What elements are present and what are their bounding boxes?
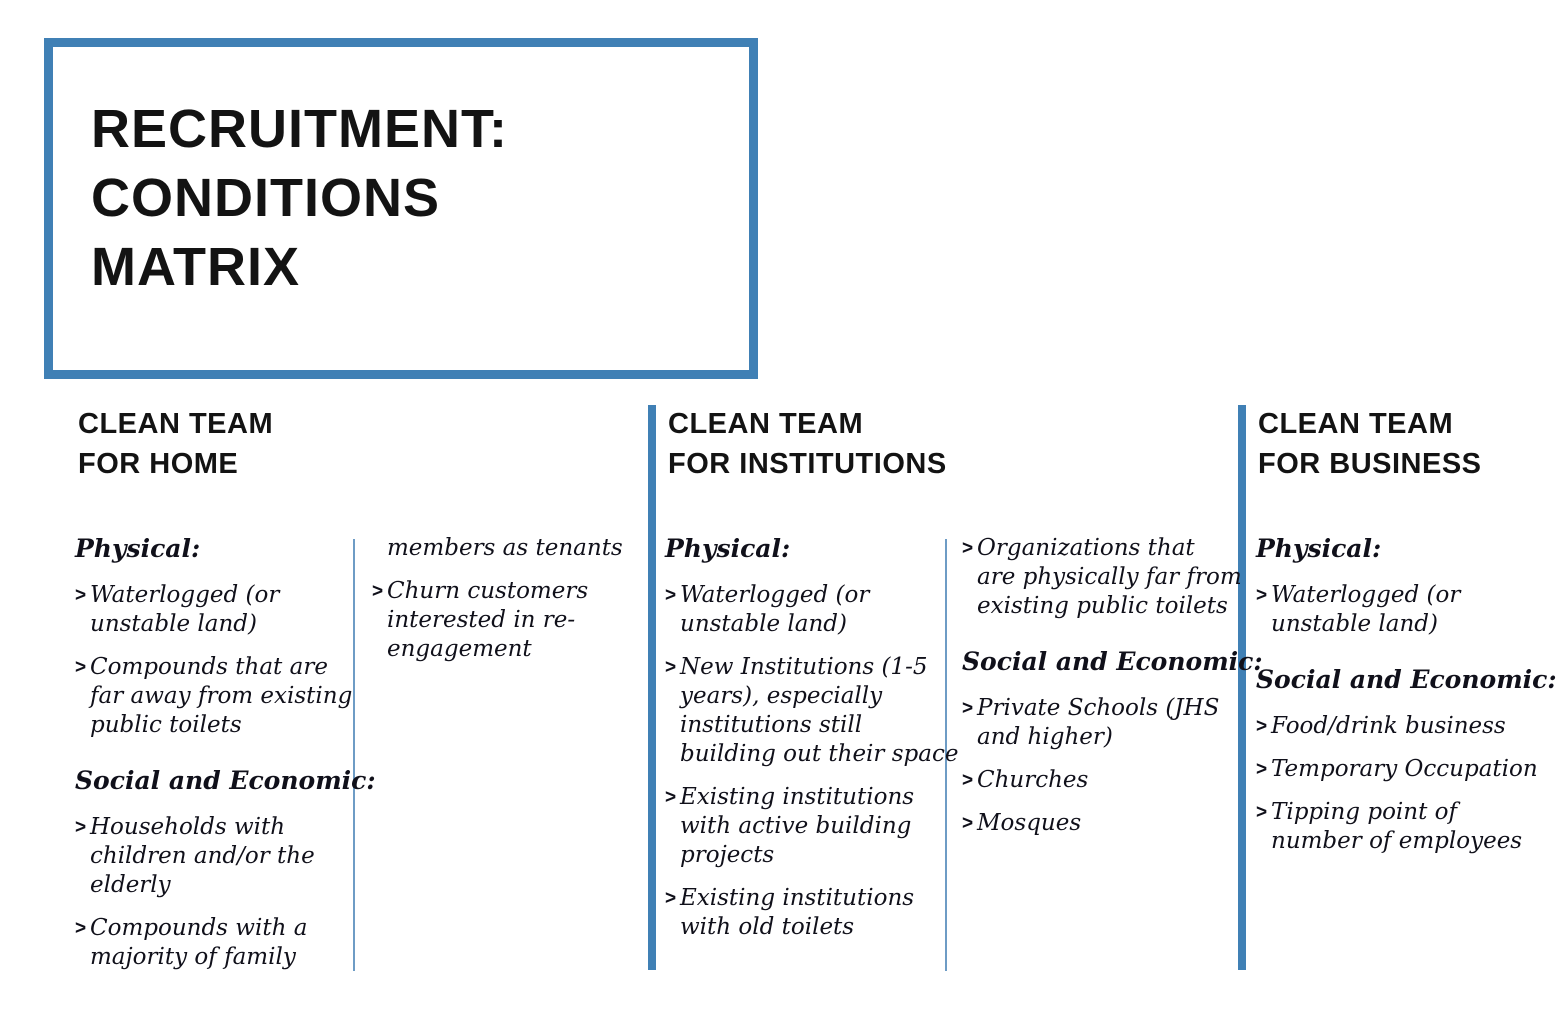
condition-text: Households with children and/or the elde… — [90, 814, 315, 898]
condition-item: >Private Schools (JHS and higher) — [962, 694, 1263, 752]
condition-text: Waterlogged (or unstable land) — [680, 582, 870, 637]
condition-item: >Churches — [962, 766, 1263, 795]
chevron-bullet-icon: > — [75, 657, 87, 678]
condition-text: Food/drink business — [1271, 713, 1506, 739]
conditions-column-institutions-right: >Organizations that are physically far f… — [962, 534, 1263, 838]
category-header: Social and Economic: — [75, 766, 376, 795]
condition-text: New Institutions (1-5 years), especially… — [680, 654, 959, 767]
chevron-bullet-icon: > — [372, 581, 384, 602]
title-box: RECRUITMENT: CONDITIONS MATRIX — [44, 38, 758, 379]
condition-text: Churches — [977, 767, 1089, 793]
chevron-bullet-icon: > — [962, 698, 974, 719]
condition-item: >Compounds that are far away from existi… — [75, 653, 376, 740]
section-heading-clean-team-for-institutions: CLEAN TEAM FOR INSTITUTIONS — [668, 408, 947, 480]
chevron-bullet-icon: > — [962, 813, 974, 834]
category-header: Physical: — [75, 534, 201, 563]
chevron-bullet-icon: > — [75, 918, 87, 939]
condition-item: >Existing institutions with old toilets — [665, 884, 958, 942]
category-header: Physical: — [665, 534, 791, 563]
category-header: Social and Economic: — [1256, 665, 1557, 694]
condition-item: >Existing institutions with active build… — [665, 783, 958, 870]
condition-text: Churn customers interested in re- engage… — [387, 578, 589, 662]
section-accent-bar-institutions — [648, 405, 656, 970]
section-heading-clean-team-for-home: CLEAN TEAM FOR HOME — [78, 408, 274, 480]
condition-text: Existing institutions with old toilets — [680, 885, 915, 940]
chevron-bullet-icon: > — [1256, 759, 1268, 780]
condition-item: >New Institutions (1-5 years), especiall… — [665, 653, 958, 769]
conditions-column-home-left: Physical:>Waterlogged (or unstable land)… — [75, 534, 376, 972]
category-header: Social and Economic: — [962, 647, 1263, 676]
chevron-bullet-icon: > — [665, 585, 677, 606]
condition-item: >Tipping point of number of employees — [1256, 798, 1557, 856]
column-divider-home — [353, 539, 355, 971]
page-title: RECRUITMENT: CONDITIONS MATRIX — [91, 99, 508, 297]
chevron-bullet-icon: > — [1256, 802, 1268, 823]
condition-text: Compounds that are far away from existin… — [90, 654, 353, 738]
conditions-column-institutions-left: Physical:>Waterlogged (or unstable land)… — [665, 534, 958, 942]
condition-item: >Churn customers interested in re- engag… — [372, 577, 623, 664]
condition-text: Compounds with a majority of family — [90, 915, 308, 970]
condition-item: >Compounds with a majority of family — [75, 914, 376, 972]
condition-item: >Organizations that are physically far f… — [962, 534, 1263, 621]
conditions-column-business: Physical:>Waterlogged (or unstable land)… — [1256, 534, 1557, 856]
condition-item: >Food/drink business — [1256, 712, 1557, 741]
chevron-bullet-icon: > — [665, 888, 677, 909]
condition-item: >Mosques — [962, 809, 1263, 838]
chevron-bullet-icon: > — [75, 817, 87, 838]
section-heading-clean-team-for-business: CLEAN TEAM FOR BUSINESS — [1258, 408, 1482, 480]
condition-item: >Waterlogged (or unstable land) — [1256, 581, 1557, 639]
condition-text: Waterlogged (or unstable land) — [90, 582, 280, 637]
condition-text: Existing institutions with active buildi… — [680, 784, 915, 868]
chevron-bullet-icon: > — [665, 657, 677, 678]
condition-text: Private Schools (JHS and higher) — [977, 695, 1220, 750]
column-divider-institutions — [945, 539, 947, 971]
chevron-bullet-icon: > — [75, 585, 87, 606]
chevron-bullet-icon: > — [962, 538, 974, 559]
condition-text: Tipping point of number of employees — [1271, 799, 1523, 854]
chevron-bullet-icon: > — [665, 787, 677, 808]
condition-continuation: members as tenants — [387, 535, 623, 561]
condition-text: Organizations that are physically far fr… — [977, 535, 1242, 619]
condition-item: >Temporary Occupation — [1256, 755, 1557, 784]
chevron-bullet-icon: > — [962, 770, 974, 791]
condition-item: >Waterlogged (or unstable land) — [665, 581, 958, 639]
chevron-bullet-icon: > — [1256, 585, 1268, 606]
condition-text: Temporary Occupation — [1271, 756, 1538, 782]
conditions-column-home-right: members as tenants>Churn customers inter… — [372, 534, 623, 664]
category-header: Physical: — [1256, 534, 1382, 563]
condition-item: >Households with children and/or the eld… — [75, 813, 376, 900]
condition-text: Waterlogged (or unstable land) — [1271, 582, 1461, 637]
condition-item: >Waterlogged (or unstable land) — [75, 581, 376, 639]
condition-text: Mosques — [977, 810, 1082, 836]
section-accent-bar-business — [1238, 405, 1246, 970]
chevron-bullet-icon: > — [1256, 716, 1268, 737]
